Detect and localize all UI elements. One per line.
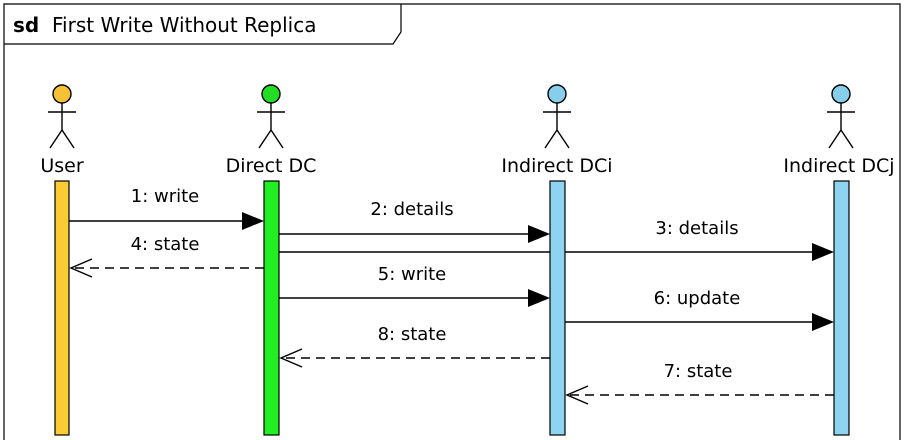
arrowhead-filled xyxy=(812,313,834,331)
frame-border xyxy=(3,3,901,440)
message-2-details: 2: details xyxy=(279,199,550,243)
activation-bar-indirect-dcj xyxy=(833,180,850,436)
actor-direct-dc-head xyxy=(261,84,281,104)
diagram-frame: sd First Write Without Replica xyxy=(3,3,901,440)
frame-keyword: sd xyxy=(13,13,39,37)
message-1-write: 1: write xyxy=(69,186,264,230)
actor-direct-dc-figure xyxy=(257,84,285,149)
actor-indirect-dci-head xyxy=(547,84,567,104)
message-label: 4: state xyxy=(131,234,200,255)
message-label: 8: state xyxy=(378,324,447,345)
actor-indirect-dci-figure xyxy=(543,84,571,149)
actor-direct-dc-label: Direct DC xyxy=(226,155,317,177)
message-4-state: 4: state xyxy=(69,234,264,278)
message-label: 6: update xyxy=(654,288,741,309)
arrowhead-open xyxy=(565,385,589,405)
message-label: 7: state xyxy=(664,361,733,382)
activation-bar-indirect-dci xyxy=(549,180,566,436)
message-label: 3: details xyxy=(655,218,738,239)
message-5-write: 5: write xyxy=(279,264,550,307)
message-label: 5: write xyxy=(378,264,447,285)
actor-user: User xyxy=(40,84,84,436)
message-7-state: 7: state xyxy=(565,361,834,405)
actor-indirect-dcj-label: Indirect DCj xyxy=(783,155,894,177)
frame-title: First Write Without Replica xyxy=(52,13,317,37)
arrowhead-filled xyxy=(242,212,264,230)
actor-indirect-dci: Indirect DCi xyxy=(501,84,613,436)
actor-indirect-dcj-head xyxy=(831,84,851,104)
message-6-update: 6: update xyxy=(565,288,834,331)
message-8-state: 8: state xyxy=(279,324,550,368)
actor-user-head xyxy=(52,84,72,104)
message-label: 2: details xyxy=(370,199,453,220)
message-label: 1: write xyxy=(131,186,200,207)
activation-bar-user xyxy=(54,180,70,436)
arrowhead-filled xyxy=(528,289,550,307)
actor-indirect-dcj: Indirect DCj xyxy=(783,84,895,436)
arrowhead-filled xyxy=(528,225,550,243)
arrowhead-open xyxy=(279,348,303,368)
actor-user-label: User xyxy=(40,155,83,177)
message-3-details: 3: details xyxy=(279,218,834,261)
arrowhead-filled xyxy=(812,243,834,261)
actor-user-figure xyxy=(48,84,76,149)
activation-bar-direct-dc xyxy=(263,180,280,436)
actor-indirect-dci-label: Indirect DCi xyxy=(501,155,612,177)
frame-title-tab xyxy=(4,4,402,45)
arrowhead-open xyxy=(69,258,93,278)
actor-indirect-dcj-figure xyxy=(827,84,855,149)
actor-direct-dc: Direct DC xyxy=(226,84,317,436)
